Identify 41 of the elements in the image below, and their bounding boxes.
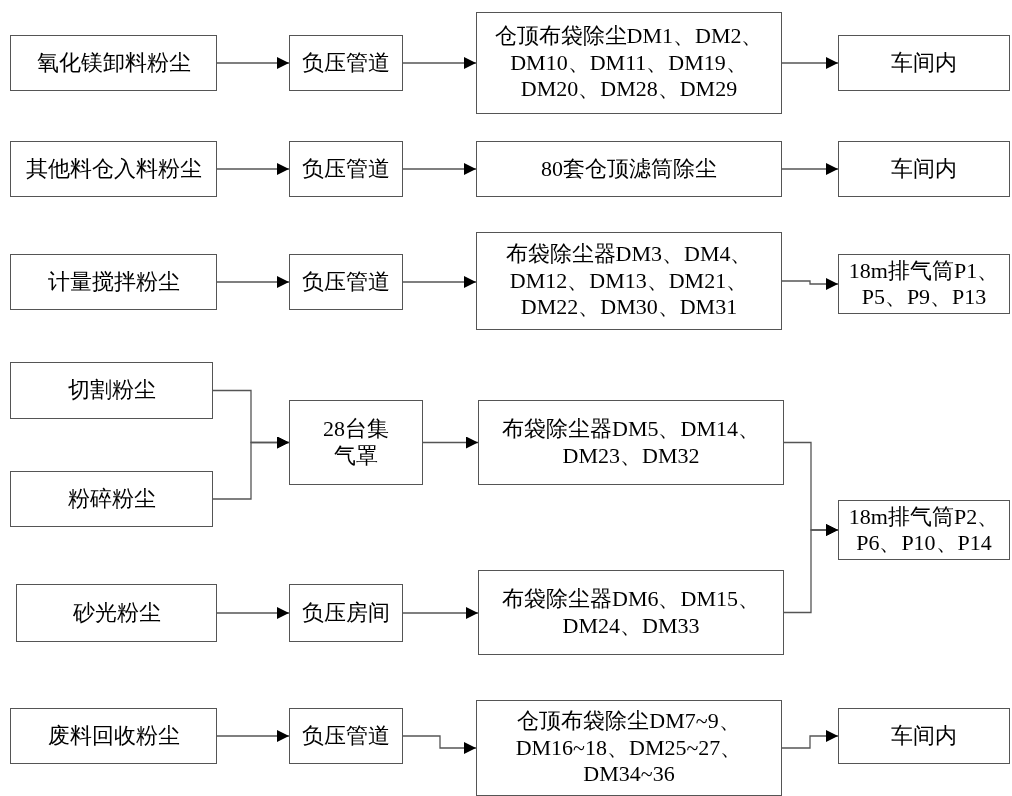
process-box: 80套仓顶滤筒除尘 (476, 141, 782, 197)
arrow (422, 436, 479, 449)
process-box: 负压房间 (289, 584, 403, 642)
arrow (781, 57, 839, 69)
arrow (781, 730, 839, 749)
process-box: 其他料仓入料粉尘 (10, 141, 217, 197)
arrow (783, 524, 839, 614)
arrow (216, 163, 290, 175)
process-box: 仓顶布袋除尘DM1、DM2、DM10、DM11、DM19、DM20、DM28、DM29 (476, 12, 782, 114)
process-box: 18m排气筒P1、P5、P9、P13 (838, 254, 1010, 314)
process-box: 负压管道 (289, 35, 403, 91)
arrow (402, 57, 477, 69)
process-box: 布袋除尘器DM3、DM4、DM12、DM13、DM21、DM22、DM30、DM31 (476, 232, 782, 330)
process-box: 废料回收粉尘 (10, 708, 217, 764)
process-box: 切割粉尘 (10, 362, 213, 419)
process-box: 车间内 (838, 708, 1010, 764)
arrow (216, 730, 290, 742)
process-box: 布袋除尘器DM6、DM15、DM24、DM33 (478, 570, 784, 655)
arrow (402, 607, 479, 619)
process-box: 布袋除尘器DM5、DM14、DM23、DM32 (478, 400, 784, 485)
arrow (402, 163, 477, 175)
process-box: 计量搅拌粉尘 (10, 254, 217, 310)
process-box: 负压管道 (289, 708, 403, 764)
arrow (216, 276, 290, 288)
arrow (781, 278, 839, 290)
arrow (216, 57, 290, 69)
process-box: 粉碎粉尘 (10, 471, 213, 527)
process-box: 砂光粉尘 (16, 584, 217, 642)
arrow (402, 276, 477, 288)
process-box: 车间内 (838, 35, 1010, 91)
process-box: 负压管道 (289, 254, 403, 310)
process-box: 仓顶布袋除尘DM7~9、DM16~18、DM25~27、DM34~36 (476, 700, 782, 796)
arrow (216, 607, 290, 619)
process-box: 氧化镁卸料粉尘 (10, 35, 217, 91)
arrow (781, 163, 839, 175)
process-box: 18m排气筒P2、P6、P10、P14 (838, 500, 1010, 560)
process-box: 车间内 (838, 141, 1010, 197)
process-box: 负压管道 (289, 141, 403, 197)
arrow (212, 436, 290, 500)
process-box: 28台集气罩 (289, 400, 423, 485)
arrow (402, 735, 477, 754)
